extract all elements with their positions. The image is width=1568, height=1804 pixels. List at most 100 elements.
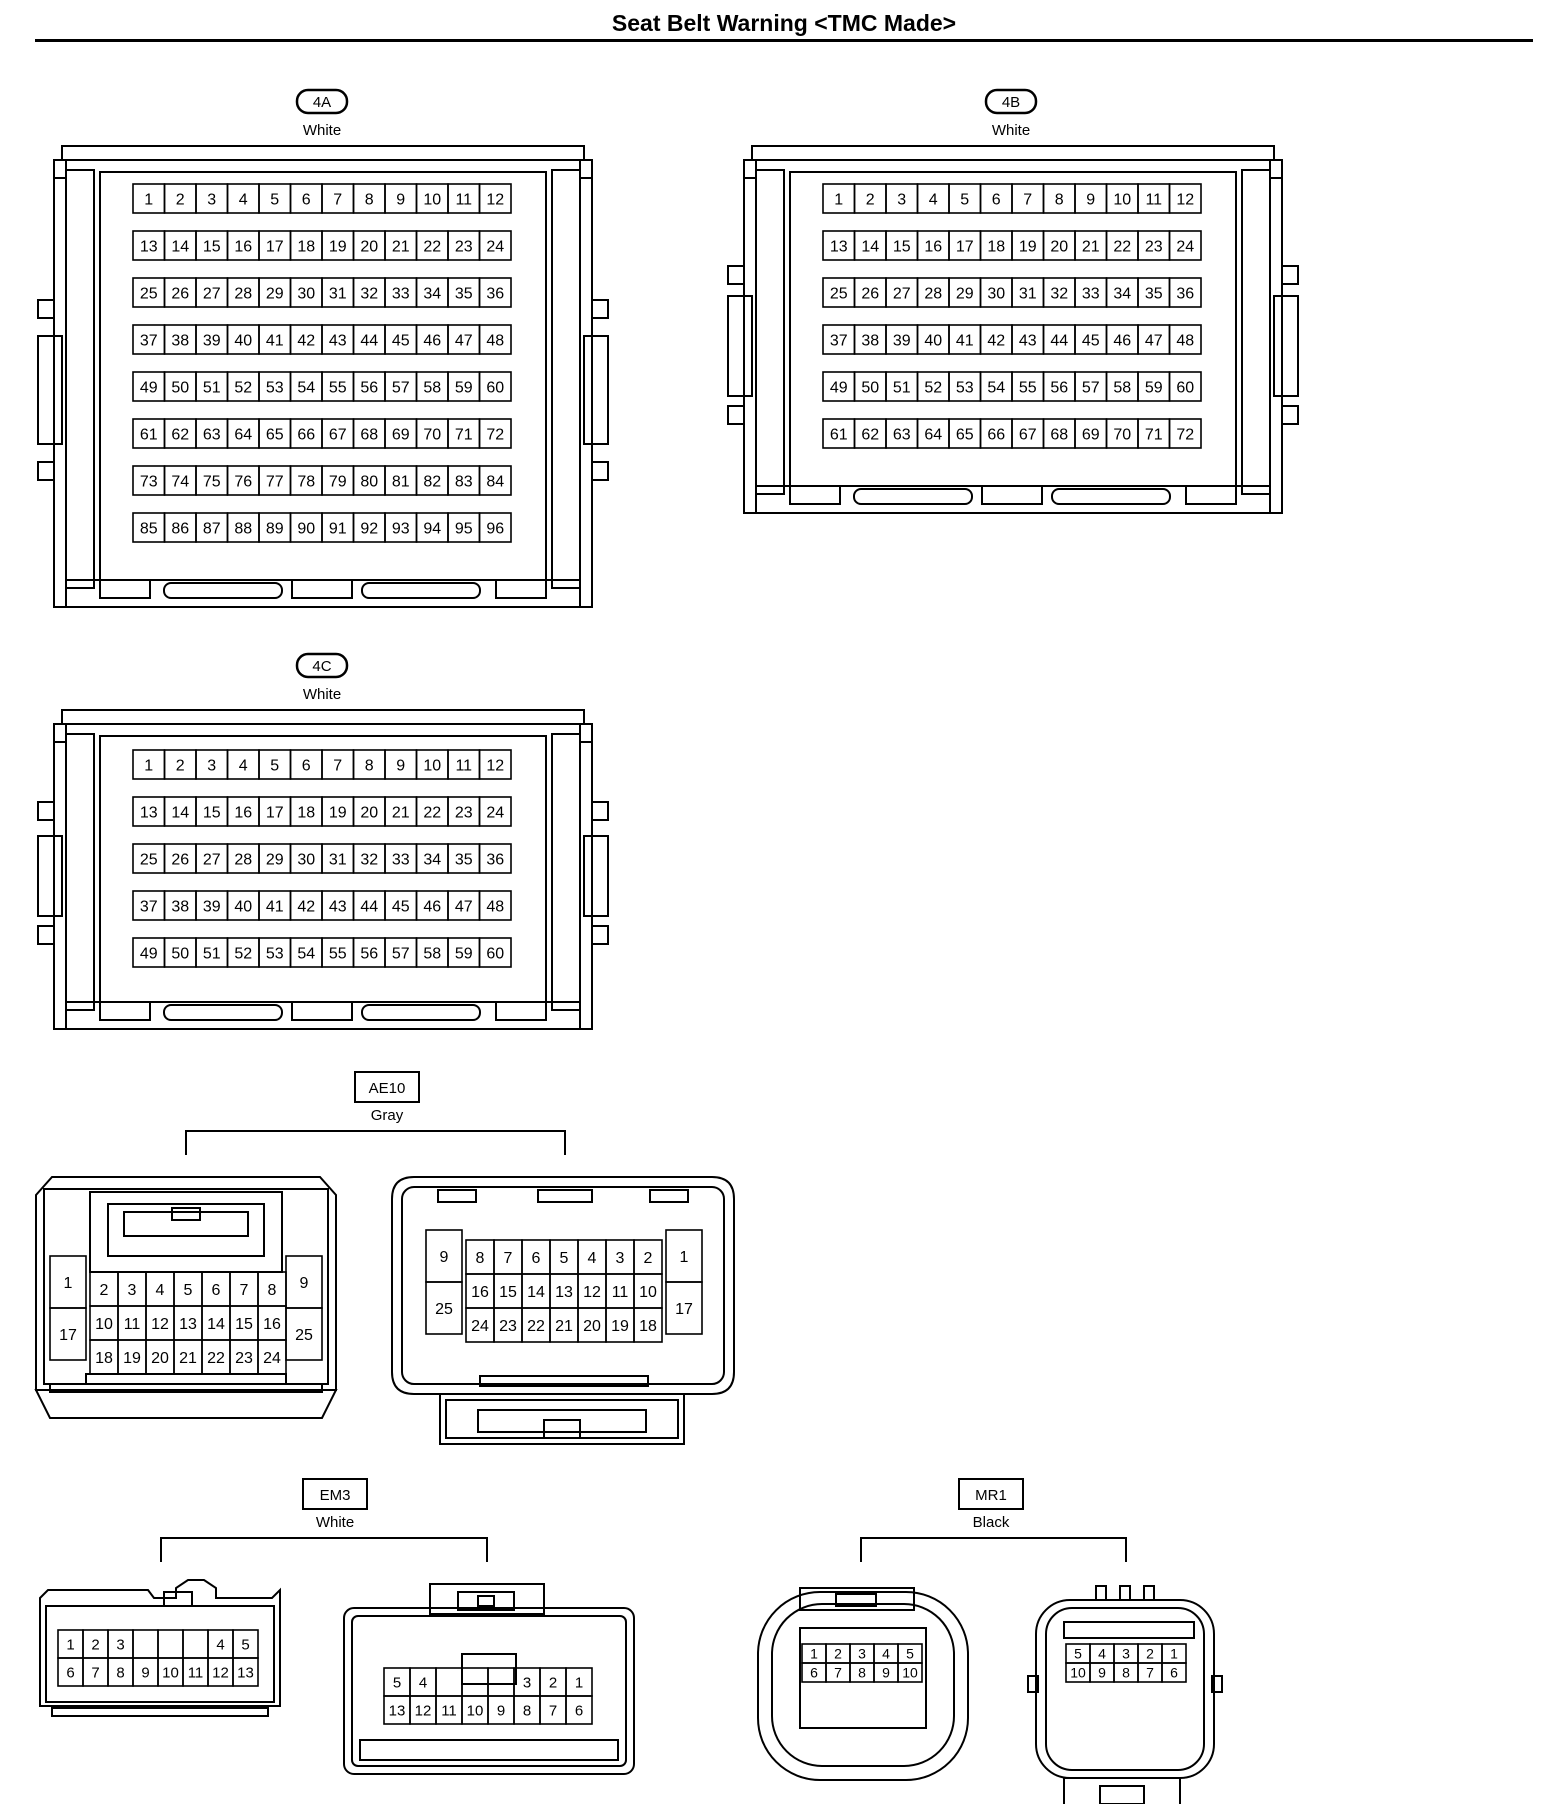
ae10-right-pin-25: 25	[435, 1301, 453, 1318]
connector-4b-pin-38: 38	[861, 332, 879, 349]
connector-4a-pin-96: 96	[486, 520, 504, 537]
connector-4c-pin-7: 7	[333, 757, 342, 774]
connector-4a-pin-36-cell	[478, 277, 512, 308]
connector-4a-pin-6: 6	[302, 191, 311, 208]
connector-4b-pin-4: 4	[929, 191, 938, 208]
connector-4a-pin-35: 35	[455, 285, 473, 302]
connector-4a-pin-72: 72	[486, 426, 504, 443]
connector-4a-pin-11: 11	[455, 191, 472, 208]
connector-4a-pin-95: 95	[455, 520, 473, 537]
mr1-right-pin-1: 1	[1170, 1646, 1178, 1662]
ae10-left-pin-12: 12	[151, 1316, 169, 1333]
em3-right-pin-9: 9	[497, 1702, 505, 1719]
connector-4c-pin-12: 12	[486, 757, 504, 774]
connector-4c-pin-58: 58	[423, 945, 441, 962]
connector-4c-pin-10: 10	[423, 757, 441, 774]
connector-4b-pin-30: 30	[987, 285, 1005, 302]
connector-mr1-right-housing	[1027, 1585, 1223, 1804]
ae10-left-pin-17-cell	[49, 1307, 87, 1361]
connector-4b-pin-56: 56	[1050, 379, 1068, 396]
connector-4b-pin-45: 45	[1082, 332, 1100, 349]
connector-4b-pin-26: 26	[861, 285, 879, 302]
connector-4c-pin-36: 36	[486, 851, 504, 868]
connector-4b-pin-33: 33	[1082, 285, 1100, 302]
connector-4a-id: 4A	[313, 94, 331, 111]
connector-4a-pin-32: 32	[360, 285, 378, 302]
connector-4b-pin-20: 20	[1050, 238, 1068, 255]
connector-4b-pin-5: 5	[960, 191, 969, 208]
connector-4a-pin-31: 31	[329, 285, 347, 302]
ae10-right-pin-4: 4	[588, 1250, 597, 1267]
connector-4a-pin-4: 4	[239, 191, 248, 208]
connector-4b-pin-58: 58	[1113, 379, 1131, 396]
connector-4b-pin-21: 21	[1082, 238, 1100, 255]
connector-em3-id: EM3	[320, 1487, 351, 1504]
connector-4a-pin-45: 45	[392, 332, 410, 349]
connector-4b-pin-60: 60	[1176, 379, 1194, 396]
connector-4a-pin-76: 76	[234, 473, 252, 490]
connector-4b-pin-62: 62	[861, 426, 879, 443]
connector-4a-pin-84-cell	[478, 465, 512, 496]
connector-ae10-bracket	[185, 1130, 566, 1155]
connector-4b-pin-67: 67	[1019, 426, 1037, 443]
ae10-right-pin-2: 2	[644, 1250, 653, 1267]
connector-4b-pin-28: 28	[924, 285, 942, 302]
ae10-right-pin-23: 23	[499, 1318, 517, 1335]
connector-4b-pin-32: 32	[1050, 285, 1068, 302]
title-rule	[35, 39, 1533, 42]
connector-4c-pin-34: 34	[423, 851, 441, 868]
connector-4b-pin-31: 31	[1019, 285, 1037, 302]
connector-4a-pin-74: 74	[171, 473, 189, 490]
connector-4c-pin-25: 25	[140, 851, 158, 868]
ae10-left-pin-22: 22	[207, 1350, 225, 1367]
connector-4a-pin-18: 18	[297, 238, 315, 255]
em3-right-pin-blank-cell	[487, 1667, 515, 1697]
connector-4a-pin-22: 22	[423, 238, 441, 255]
connector-4b-badge	[984, 88, 1038, 115]
mr1-right-pin-6: 6	[1170, 1665, 1178, 1681]
connector-4c-pin-47: 47	[455, 898, 473, 915]
connector-4a-pin-75: 75	[203, 473, 221, 490]
connector-4c-pin-20: 20	[360, 804, 378, 821]
connector-4c-pin-35: 35	[455, 851, 473, 868]
connector-4b-pin-35: 35	[1145, 285, 1163, 302]
ae10-right-pin-11: 11	[612, 1284, 629, 1301]
connector-4b-pin-44: 44	[1050, 332, 1068, 349]
connector-4a-pin-71: 71	[455, 426, 473, 443]
connector-4a-pin-5: 5	[270, 191, 279, 208]
connector-4b-pin-24-cell	[1168, 230, 1202, 261]
connector-4c-pin-37: 37	[140, 898, 158, 915]
connector-4a-pin-60-cell	[478, 371, 512, 402]
connector-4c-pin-18: 18	[297, 804, 315, 821]
connector-4c-pin-38: 38	[171, 898, 189, 915]
connector-4c-pin-12-cell	[478, 749, 512, 780]
connector-4a-pin-55: 55	[329, 379, 347, 396]
connector-4b-pin-59: 59	[1145, 379, 1163, 396]
connector-4a-pin-86: 86	[171, 520, 189, 537]
ae10-right-pin-25-cell	[425, 1281, 463, 1335]
ae10-right-pin-10: 10	[639, 1284, 657, 1301]
ae10-right-pin-17-cell	[665, 1281, 703, 1335]
connector-4b-pin-22: 22	[1113, 238, 1131, 255]
em3-left-pin-6: 6	[66, 1664, 74, 1681]
ae10-left-pin-10: 10	[95, 1316, 113, 1333]
ae10-left-pin-24: 24	[263, 1350, 281, 1367]
ae10-left-pin-23: 23	[235, 1350, 253, 1367]
em3-left-pin-2: 2	[91, 1636, 99, 1653]
connector-mr1-badge	[958, 1478, 1024, 1510]
ae10-left-pin-21: 21	[179, 1350, 197, 1367]
em3-left-pin-blank-cell	[182, 1629, 209, 1659]
mr1-left-pin-2: 2	[834, 1646, 842, 1662]
em3-left-pin-4: 4	[216, 1636, 224, 1653]
connector-4a-pin-80: 80	[360, 473, 378, 490]
connector-4c-color: White	[303, 686, 341, 703]
mr1-right-pin-8: 8	[1122, 1665, 1130, 1681]
connector-4a-pin-67: 67	[329, 426, 347, 443]
connector-4c-pin-56: 56	[360, 945, 378, 962]
mr1-left-pin-3: 3	[858, 1646, 866, 1662]
connector-4a-pin-84: 84	[486, 473, 504, 490]
